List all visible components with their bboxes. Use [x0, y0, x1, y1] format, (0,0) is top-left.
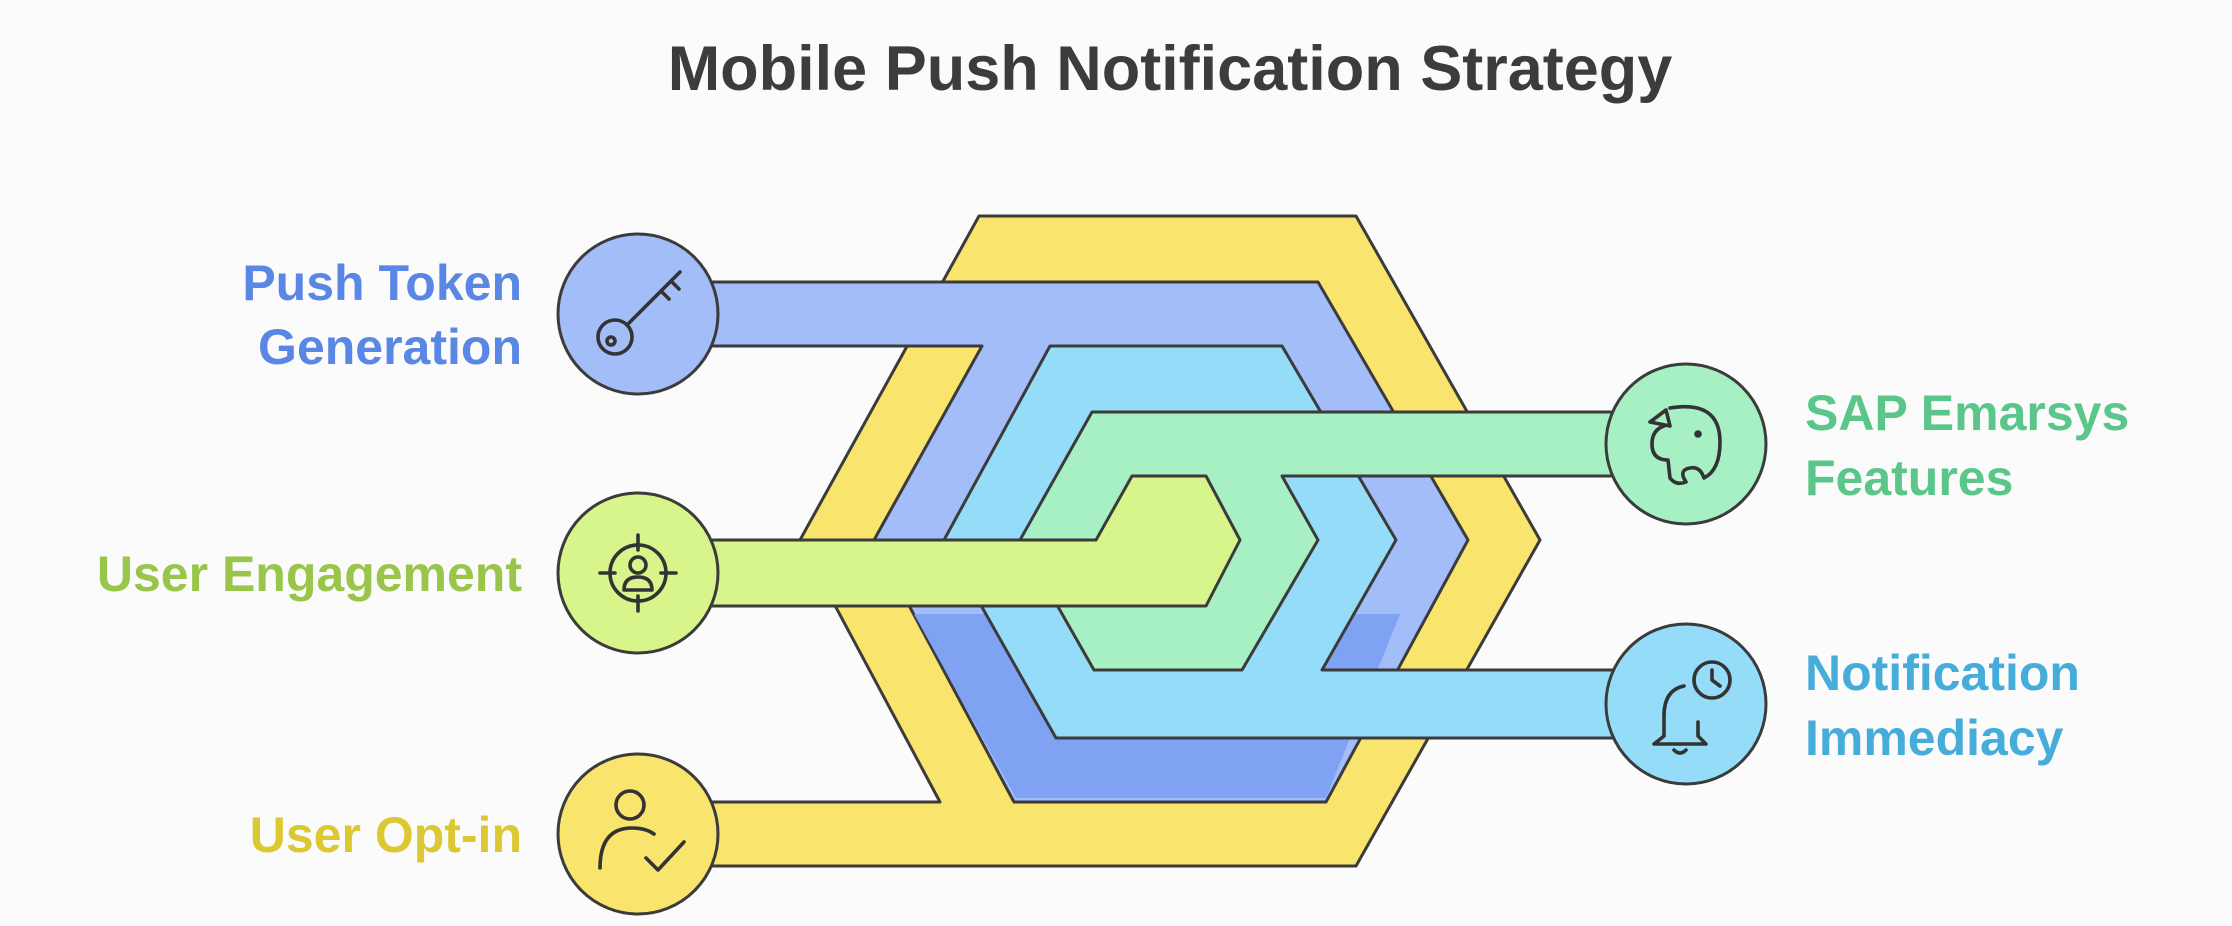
bell-clock-icon [1652, 660, 1732, 755]
node-push-token [556, 232, 720, 396]
label-user-opt-in: User Opt-in [250, 807, 522, 863]
label-push-token-line1: Push Token [242, 255, 522, 311]
node-user-engagement [556, 491, 720, 655]
label-user-engagement: User Engagement [97, 546, 522, 602]
elephant-icon [1648, 405, 1722, 486]
diagram-title: Mobile Push Notification Strategy [668, 34, 1673, 104]
band-user-engagement [698, 474, 1242, 608]
label-sap-emarsys-line1: SAP Emarsys [1805, 385, 2129, 441]
node-notification-immediacy-circle [1604, 622, 1768, 786]
node-user-opt-in-circle [556, 752, 720, 916]
user-check-icon [598, 789, 686, 872]
target-user-icon [598, 533, 678, 613]
label-notification-immediacy-line2: Immediacy [1805, 710, 2064, 766]
key-icon [596, 270, 682, 356]
label-sap-emarsys-line2: Features [1805, 450, 2013, 506]
node-notification-immediacy [1604, 622, 1768, 786]
node-sap-emarsys [1604, 362, 1768, 526]
node-user-opt-in [556, 752, 720, 916]
node-sap-emarsys-circle [1604, 362, 1768, 526]
label-push-token-line2: Generation [258, 319, 522, 375]
band-user-engagement-shape [698, 474, 1242, 608]
label-notification-immediacy-line1: Notification [1805, 645, 2080, 701]
